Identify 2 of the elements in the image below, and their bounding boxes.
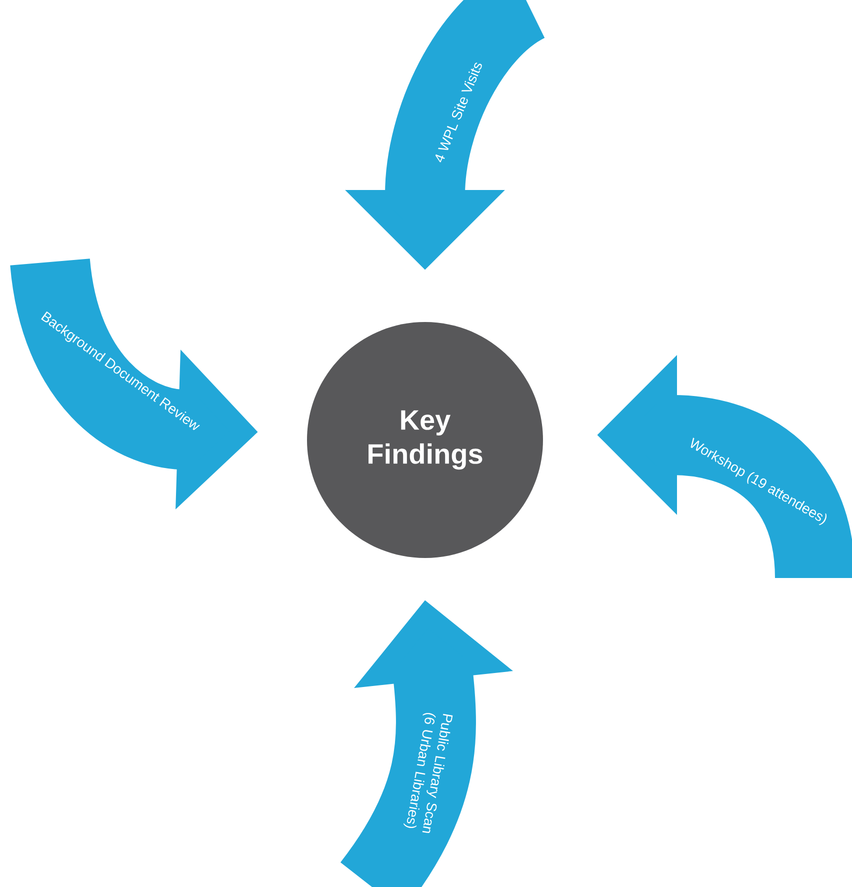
node-label: 4 WPL Site Visits	[435, 62, 482, 162]
node-label: Public Library Scan (6 Urban Libraries)	[404, 712, 453, 834]
